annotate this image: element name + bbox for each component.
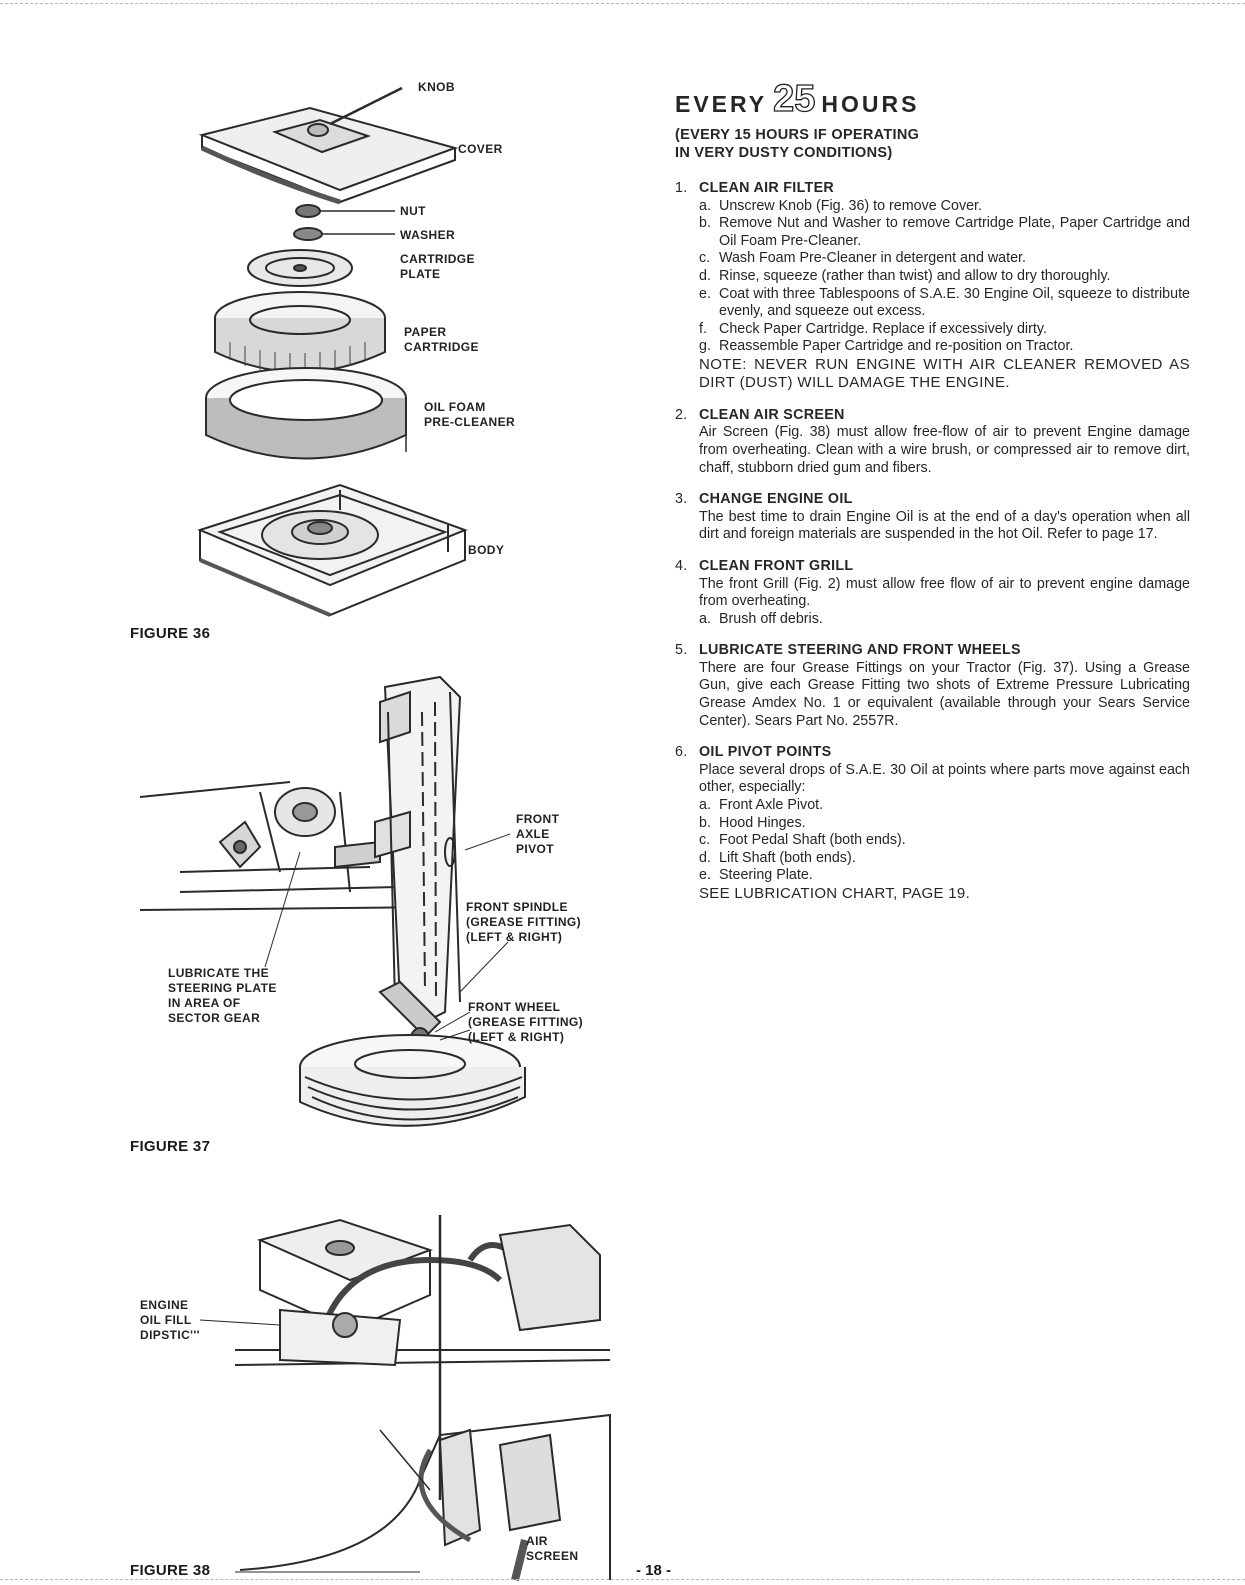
front-axle-illustration: [139, 675, 526, 1127]
section-title: CLEAN FRONT GRILL: [699, 557, 854, 574]
list-item: e.Coat with three Tablespoons of S.A.E. …: [699, 285, 1190, 320]
callout-nut: NUT: [400, 204, 426, 218]
maintenance-text-column: EVERY 25 HOURS (EVERY 15 HOURS IF OPERAT…: [675, 78, 1190, 903]
figure-38-label: FIGURE 38: [130, 1562, 211, 1579]
figure-36-label: FIGURE 36: [130, 625, 211, 642]
air-cleaner-exploded-illustration: [197, 86, 468, 617]
subtitle-line-1: (EVERY 15 HOURS IF OPERATING: [675, 127, 920, 143]
section-body: There are four Grease Fittings on your T…: [699, 659, 1190, 729]
list-item: a.Unscrew Knob (Fig. 36) to remove Cover…: [699, 197, 983, 214]
section-number: 4.: [675, 557, 688, 574]
section-clean-air-screen: 2. CLEAN AIR SCREEN Air Screen (Fig. 38) …: [675, 407, 1190, 477]
section-title: OIL PIVOT POINTS: [699, 744, 832, 761]
subtitle-line-2: IN VERY DUSTY CONDITIONS): [675, 145, 893, 161]
heading-hours: HOURS: [821, 91, 920, 117]
list-item: f.Check Paper Cartridge. Replace if exce…: [699, 320, 1047, 337]
list-item: e.Steering Plate.: [699, 867, 813, 884]
section-number: 2.: [675, 406, 688, 423]
list-item: d.Lift Shaft (both ends).: [699, 849, 856, 866]
list-item: b.Remove Nut and Washer to remove Cartri…: [699, 215, 1190, 249]
heading-subtitle: (EVERY 15 HOURS IF OPERATING IN VERY DUS…: [675, 126, 1190, 162]
page-heading: EVERY 25 HOURS: [675, 78, 1190, 118]
callout-front-wheel: FRONT WHEEL (GREASE FITTING) (LEFT & RIG…: [468, 1000, 584, 1044]
figure-38-engine: ENGINE OIL FILL DIPSTIC''' AIR SCREEN: [140, 1200, 620, 1581]
callout-front-spindle: FRONT SPINDLE (GREASE FITTING) (LEFT & R…: [466, 900, 582, 944]
section-number: 1.: [675, 180, 688, 196]
section-number: 6.: [675, 744, 688, 761]
section-clean-air-filter: 1. CLEAN AIR FILTER a.Unscrew Knob (Fig. …: [675, 180, 1190, 393]
callout-oil-foam: OIL FOAM PRE-CLEANER: [424, 400, 516, 429]
callout-cover: COVER: [458, 142, 503, 156]
section-body: The best time to drain Engine Oil is at …: [699, 508, 1190, 543]
figure-36-air-cleaner: KNOB COVER NUT WASHER CARTRIDGE PLATE PA…: [190, 80, 550, 620]
callout-knob: KNOB: [418, 80, 455, 94]
heading-every: EVERY: [675, 91, 768, 117]
page-number: - 18 -: [636, 1562, 672, 1579]
section-title: CHANGE ENGINE OIL: [699, 491, 853, 508]
engine-area-illustration: [199, 1215, 611, 1581]
figure-37-steering: FRONT AXLE PIVOT FRONT SPINDLE (GREASE F…: [139, 672, 640, 1132]
list-item: a.Front Axle Pivot.: [699, 797, 824, 814]
list-item: c.Foot Pedal Shaft (both ends).: [699, 832, 906, 849]
section-oil-pivot-points: 6. OIL PIVOT POINTS Place several drops o…: [675, 744, 1190, 902]
section-body: Air Screen (Fig. 38) must allow free-flo…: [699, 424, 1190, 476]
see-lubrication-chart: SEE LUBRICATION CHART, PAGE 19.: [699, 885, 971, 902]
section-number: 5.: [675, 642, 688, 659]
top-scan-edge: [0, 3, 1245, 4]
callout-front-axle-pivot: FRONT AXLE PIVOT: [516, 812, 560, 856]
section-change-engine-oil: 3. CHANGE ENGINE OIL The best time to dra…: [675, 491, 1190, 544]
callout-body: BODY: [468, 543, 505, 557]
section-body: Place several drops of S.A.E. 30 Oil at …: [699, 761, 1190, 796]
section-title: LUBRICATE STEERING AND FRONT WHEELS: [699, 642, 1021, 659]
list-item: d.Rinse, squeeze (rather than twist) and…: [699, 267, 1111, 284]
section-number: 3.: [675, 491, 688, 508]
callout-engine-oil-fill-dipstick: ENGINE OIL FILL DIPSTIC''': [140, 1298, 200, 1342]
callout-washer: WASHER: [400, 228, 456, 242]
callout-cartridge-plate: CARTRIDGE PLATE: [400, 252, 475, 281]
list-item: g.Reassemble Paper Cartridge and re-posi…: [699, 338, 1074, 355]
list-item: c.Wash Foam Pre-Cleaner in detergent and…: [699, 250, 1027, 267]
list-item: a.Brush off debris.: [699, 610, 823, 627]
section-title: CLEAN AIR FILTER: [699, 180, 835, 196]
callout-paper-cartridge: PAPER CARTRIDGE: [404, 325, 479, 354]
section-title: CLEAN AIR SCREEN: [699, 406, 845, 423]
heading-number: 25: [772, 78, 816, 120]
callout-lubricate-steering-plate: LUBRICATE THE STEERING PLATE IN AREA OF …: [168, 966, 277, 1025]
warning-note: NOTE: NEVER RUN ENGINE WITH AIR CLEANER …: [699, 355, 1190, 392]
bottom-scan-edge: [0, 1579, 1245, 1580]
callout-air-screen: AIR SCREEN: [526, 1534, 579, 1563]
list-item: b.Hood Hinges.: [699, 814, 806, 831]
section-clean-front-grill: 4. CLEAN FRONT GRILL The front Grill (Fig…: [675, 558, 1190, 628]
section-body: The front Grill (Fig. 2) must allow free…: [699, 575, 1190, 610]
section-lubricate-steering: 5. LUBRICATE STEERING AND FRONT WHEELS Th…: [675, 642, 1190, 730]
figure-37-label: FIGURE 37: [130, 1138, 211, 1155]
